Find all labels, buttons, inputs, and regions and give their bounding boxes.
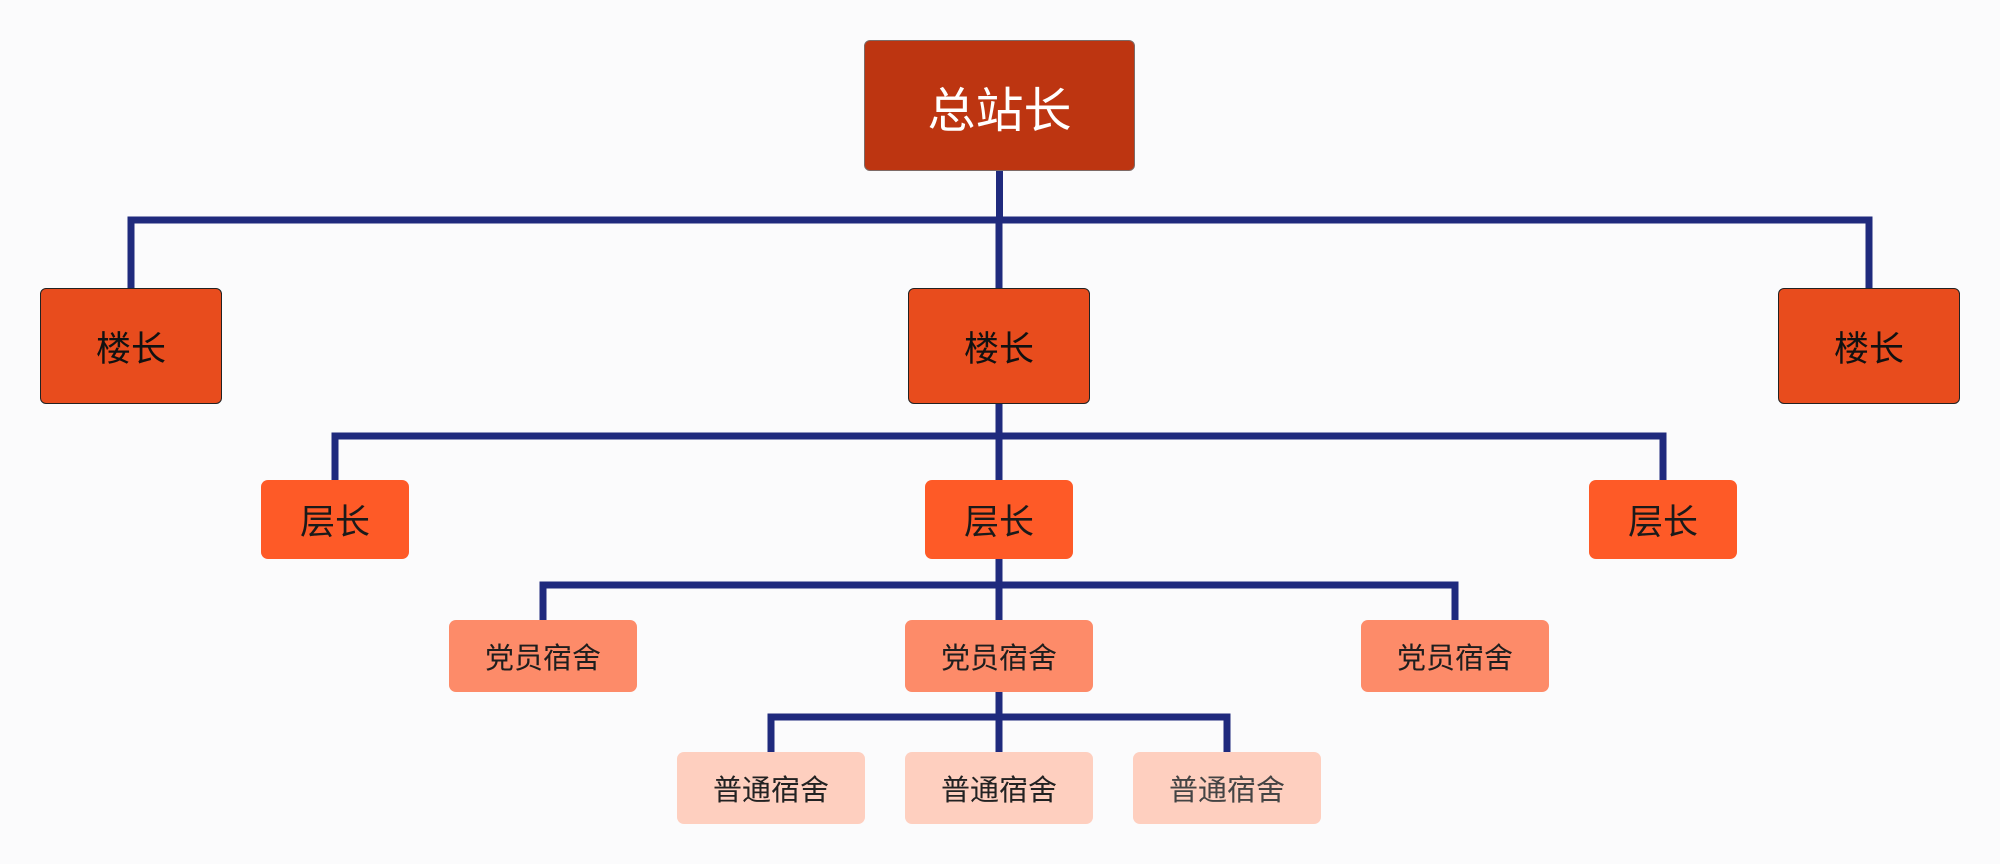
node-label: 普通宿舍 (712, 773, 829, 807)
connector-n-l2-b (539, 555, 1459, 624)
node-label: 普通宿舍 (1168, 773, 1285, 807)
floor-head-node-left: 层长 (261, 480, 409, 559)
node-label: 党员宿舍 (940, 641, 1057, 675)
node-label: 层长 (963, 503, 1034, 543)
party-dorm-node-left: 党员宿舍 (449, 620, 637, 692)
floor-head-node-center: 层长 (925, 480, 1073, 559)
node-label: 总站长 (927, 82, 1072, 139)
connector-n-l3-b (767, 688, 1231, 756)
connector-n-l1-b (331, 400, 1667, 484)
node-label: 党员宿舍 (484, 641, 601, 675)
party-dorm-node-right: 党员宿舍 (1361, 620, 1549, 692)
node-label: 党员宿舍 (1396, 641, 1513, 675)
building-head-node-left: 楼长 (40, 288, 222, 404)
building-head-node-right: 楼长 (1778, 288, 1960, 404)
building-head-node-center: 楼长 (908, 288, 1090, 404)
node-label: 层长 (1627, 503, 1698, 543)
node-label: 楼长 (1833, 329, 1904, 370)
node-label: 楼长 (95, 329, 166, 370)
root-node-station-chief: 总站长 (864, 40, 1135, 171)
regular-dorm-node-left: 普通宿舍 (677, 752, 865, 824)
regular-dorm-node-right: 普通宿舍 (1133, 752, 1321, 824)
regular-dorm-node-center: 普通宿舍 (905, 752, 1093, 824)
node-label: 层长 (299, 503, 370, 543)
connector-n-root (127, 167, 1873, 292)
node-label: 楼长 (963, 329, 1034, 370)
floor-head-node-right: 层长 (1589, 480, 1737, 559)
node-label: 普通宿舍 (940, 773, 1057, 807)
party-dorm-node-center: 党员宿舍 (905, 620, 1093, 692)
